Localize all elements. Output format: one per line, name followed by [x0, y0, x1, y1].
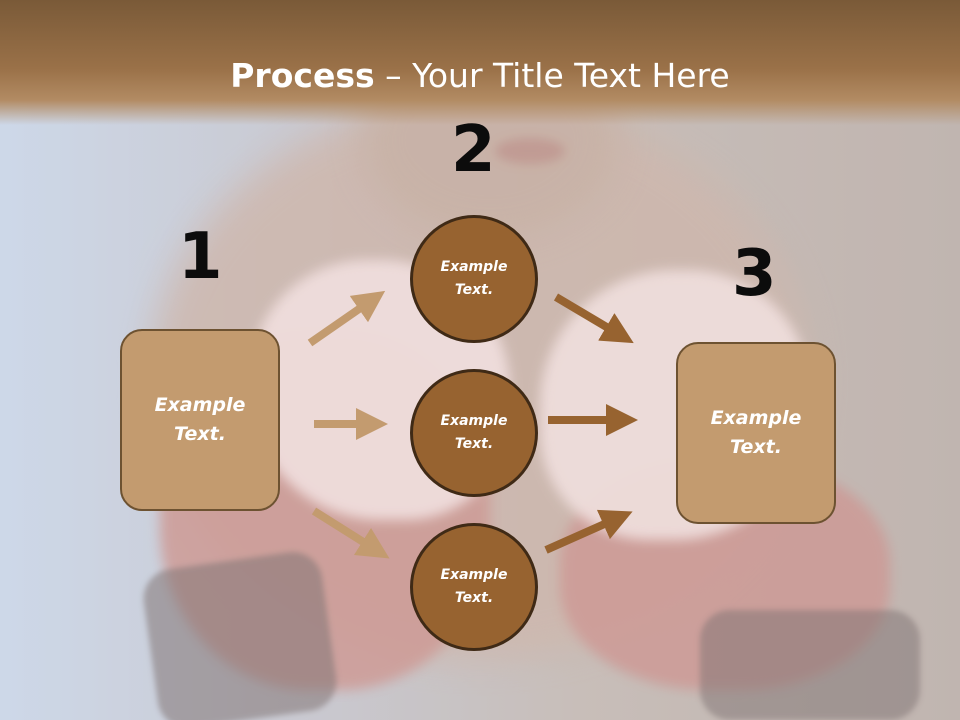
left-box-line1: Example	[154, 394, 246, 416]
step-number-1[interactable]: 1	[178, 220, 223, 294]
step-number-2[interactable]: 2	[451, 113, 496, 187]
background-glove-strap-right	[700, 610, 920, 720]
circle-bottom-line2: Text.	[454, 590, 494, 606]
title-bold: Process	[230, 56, 375, 95]
title-rest: – Your Title Text Here	[374, 56, 730, 95]
arrow-top-to-right	[553, 293, 634, 344]
slide-title[interactable]: Process – Your Title Text Here	[0, 56, 960, 95]
circle-middle-line1: Example	[440, 413, 508, 429]
right-box-line1: Example	[710, 407, 802, 429]
circle-top-line2: Text.	[454, 282, 494, 298]
right-box-line2: Text.	[730, 436, 782, 458]
circle-middle-line2: Text.	[454, 436, 494, 452]
background-photo-lips	[495, 138, 565, 164]
left-box-line2: Text.	[174, 423, 226, 445]
circle-bottom-line1: Example	[440, 567, 508, 583]
title-band	[0, 0, 960, 125]
arrow-left-to-top	[307, 290, 386, 347]
arrow-left-to-bottom	[311, 507, 390, 559]
arrow-bottom-to-right	[544, 509, 633, 554]
circle-top-line1: Example	[440, 259, 508, 275]
step-number-3[interactable]: 3	[732, 237, 777, 311]
